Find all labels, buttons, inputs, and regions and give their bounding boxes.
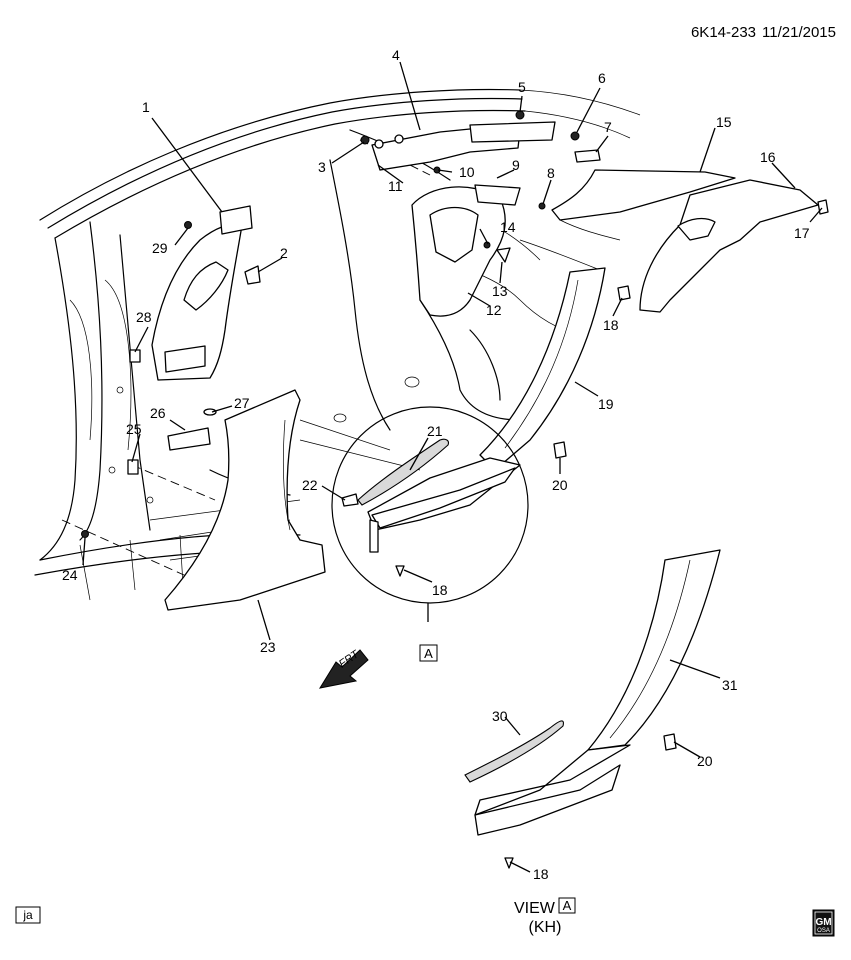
fasteners [81,110,829,869]
callout-22: 22 [302,477,318,493]
callout-12: 12 [486,302,502,318]
detail-letter: A [424,646,433,661]
callout-2: 2 [280,245,288,261]
part-16-rear-pillar-trim [639,179,819,313]
view-label: VIEW A (KH) [514,897,576,936]
callout-4: 4 [392,47,400,63]
drawing-id: 6K14-233 [691,24,756,41]
callout-16: 16 [760,149,776,165]
part-4-rail-bracket [371,121,556,171]
view-letter: A [563,898,572,913]
model-code: (KH) [529,919,562,936]
callout-6: 6 [598,70,606,86]
callout-11: 11 [388,178,403,194]
part-12-quarter-trim-panel [411,184,521,317]
part-15-rear-trim [551,169,736,221]
part-23-lower-trim [164,389,326,611]
callout-31: 31 [722,677,738,693]
author-initials-box: ja [15,906,41,924]
callout-20b: 20 [697,753,713,769]
leader-lines [82,61,823,873]
logo-text: GM [815,917,831,928]
callout-3: 3 [318,159,326,175]
part-1-upper-pillar-trim [151,205,253,381]
callout-5: 5 [518,79,526,95]
callouts: 1 2 3 4 5 6 7 8 9 10 11 12 13 14 15 16 1… [62,47,810,882]
logo-sub: OSA [817,928,830,934]
callout-24: 24 [62,567,78,583]
callout-8: 8 [547,165,555,181]
author-initials: ja [22,908,33,922]
callout-25: 25 [126,421,142,437]
detail-circle-a [331,406,529,604]
drawing-header: 6K14-233 11/21/2015 [691,24,836,41]
callout-10: 10 [459,164,475,180]
gm-logo: GM OSA [812,909,835,937]
callout-20a: 20 [552,477,568,493]
callout-30: 30 [492,708,508,724]
detail-label-a: A [419,644,438,662]
callout-23: 23 [260,639,276,655]
callout-26: 26 [150,405,166,421]
callout-7: 7 [604,119,612,135]
callout-17: 17 [794,225,810,241]
callout-18c: 18 [533,866,549,882]
view-prefix: VIEW [514,900,556,917]
callout-15: 15 [716,114,732,130]
drawing-date: 11/21/2015 [762,24,836,41]
callout-13: 13 [492,283,508,299]
callout-18a: 18 [603,317,619,333]
callout-28: 28 [136,309,152,325]
callout-18b: 18 [432,582,448,598]
part-31-sill-plate-view [474,549,721,836]
callout-19: 19 [598,396,614,412]
part-30-trim-strip [464,720,564,783]
callout-9: 9 [512,157,520,173]
callout-27: 27 [234,395,250,411]
callout-29: 29 [152,240,168,256]
callout-14: 14 [500,219,516,235]
front-direction-arrow: FRT [318,648,369,689]
callout-1: 1 [142,99,150,115]
callout-21: 21 [427,423,443,439]
